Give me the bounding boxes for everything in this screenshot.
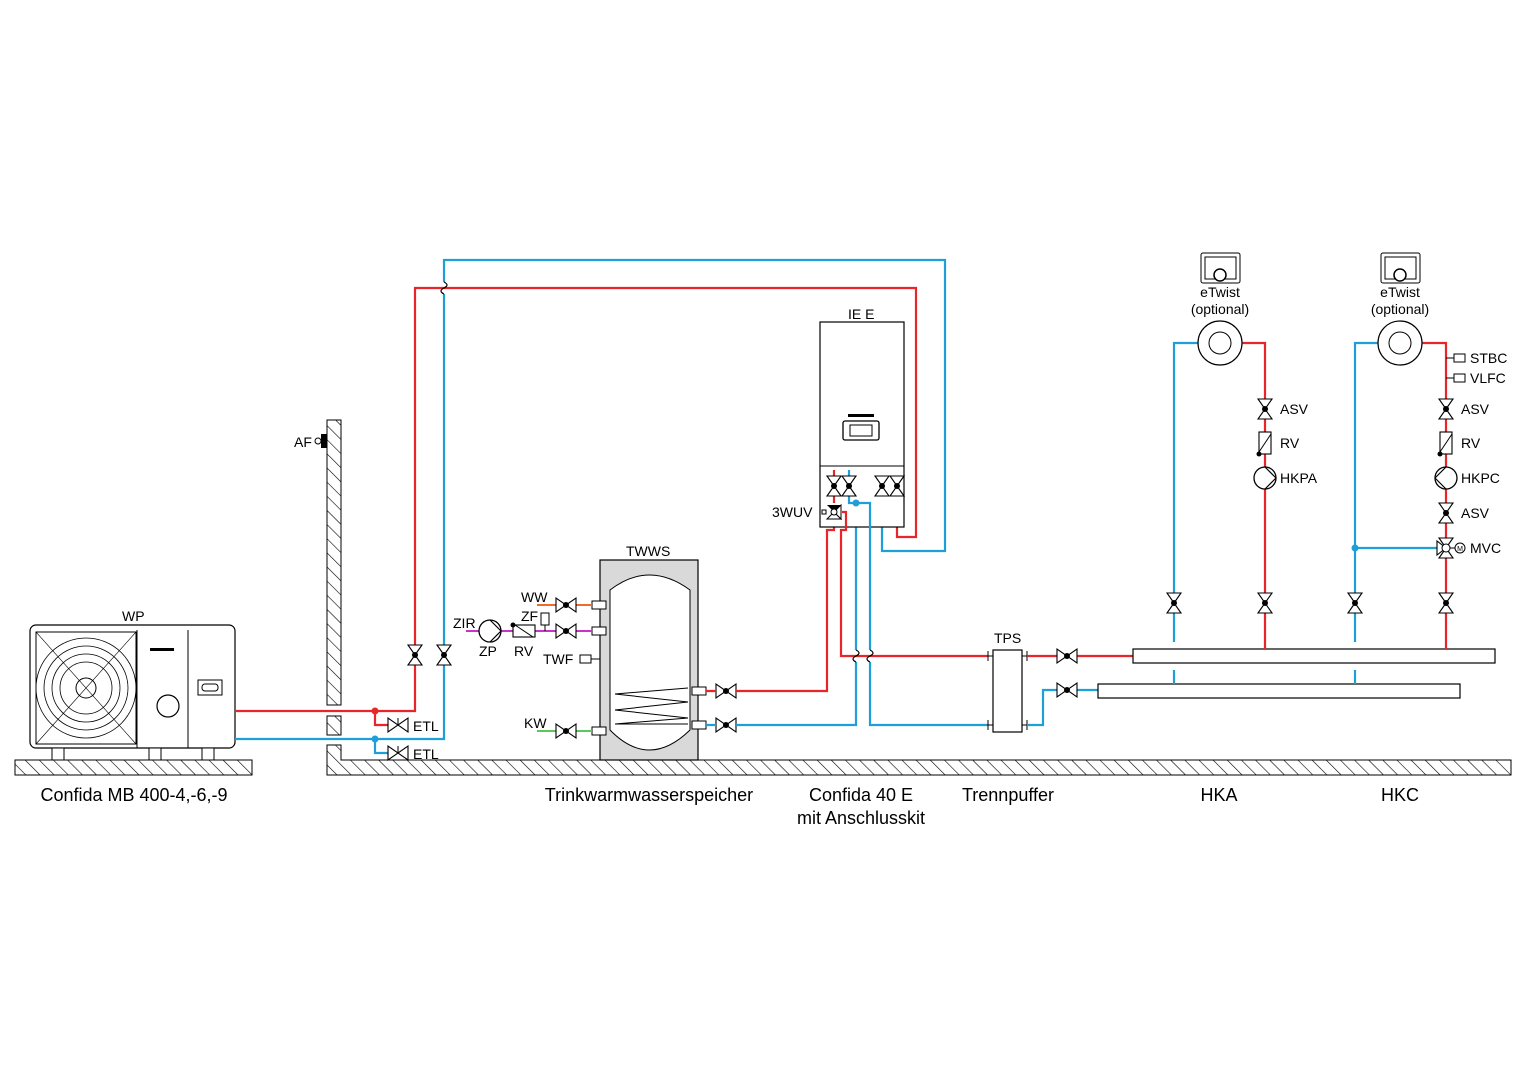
valve-hkc-return xyxy=(1347,592,1363,614)
outdoor-sensor-af: AF xyxy=(294,434,327,450)
sensor-twf xyxy=(579,654,600,664)
optional-label: (optional) xyxy=(1371,301,1429,317)
valve-asv xyxy=(1438,398,1454,420)
vlfc-label: VLFC xyxy=(1470,370,1506,386)
valve-kw xyxy=(555,723,577,739)
valve-coil-return xyxy=(715,717,737,733)
zf-label: ZF xyxy=(521,608,538,624)
room-unit-hka xyxy=(1197,320,1243,366)
etwist-label: eTwist xyxy=(1380,284,1420,300)
etl-label: ETL xyxy=(413,746,439,762)
drain-valve-etl-supply xyxy=(387,717,409,733)
return-manifold xyxy=(1097,683,1461,699)
hkpc-label: HKPC xyxy=(1461,470,1500,486)
junction xyxy=(1351,544,1359,552)
caption-heat-pump: Confida MB 400-4,-6,-9 xyxy=(40,785,227,805)
valve-hka-supply xyxy=(1257,592,1273,614)
etwist-label: eTwist xyxy=(1200,284,1240,300)
check-valve-rv xyxy=(1436,431,1453,458)
svg-text:IE E: IE E xyxy=(848,306,874,322)
valve-coil-supply xyxy=(715,683,737,699)
sensor-vlfc xyxy=(1445,373,1466,383)
brand-logo xyxy=(150,648,174,651)
svg-text:M: M xyxy=(1457,546,1463,553)
buffer-tank-tps: TPS xyxy=(987,630,1028,733)
ww-label: WW xyxy=(521,589,548,605)
pump-hkpa xyxy=(1253,466,1277,490)
svg-text:WP: WP xyxy=(122,608,145,624)
valve-hkc-supply xyxy=(1438,592,1454,614)
sensor-stbc xyxy=(1445,353,1466,363)
asv-label: ASV xyxy=(1461,401,1490,417)
etwist-icon xyxy=(1200,252,1241,284)
asv-label: ASV xyxy=(1280,401,1309,417)
wall xyxy=(326,419,342,706)
return-pipe-heat-pump xyxy=(235,258,947,741)
valve-hka-return xyxy=(1166,592,1182,614)
floor-building xyxy=(326,744,1512,776)
pipe-crossing xyxy=(440,281,448,295)
storage-tank-twws: TWWS xyxy=(599,543,699,761)
supply-to-buffer xyxy=(839,510,988,658)
supply-manifold xyxy=(1132,648,1496,664)
etl-label: ETL xyxy=(413,718,439,734)
caption-buffer: Trennpuffer xyxy=(962,785,1054,805)
check-valve-rv xyxy=(1255,431,1272,458)
heat-pump-wp: WP xyxy=(29,608,236,761)
caption-hka: HKA xyxy=(1200,785,1237,805)
boiler-ie-e: IE E xyxy=(819,306,905,528)
etwist-icon xyxy=(1380,252,1421,284)
asv-label: ASV xyxy=(1461,505,1490,521)
three-way-valve-3wuv xyxy=(821,503,843,521)
pump-hkpc xyxy=(1434,466,1458,490)
sensor-zf xyxy=(540,612,550,631)
valve-ww xyxy=(555,597,577,613)
caption-hkc: HKC xyxy=(1381,785,1419,805)
mixing-valve-mvc: M xyxy=(1436,537,1466,559)
hkc-return xyxy=(1353,341,1437,684)
valve-asv xyxy=(1438,502,1454,524)
fan-icon xyxy=(35,631,137,745)
hkc-supply xyxy=(1422,341,1448,649)
valve-buffer-return xyxy=(1056,682,1078,698)
3wuv-label: 3WUV xyxy=(772,504,813,520)
hka-supply xyxy=(1242,341,1267,649)
svg-text:TPS: TPS xyxy=(994,630,1021,646)
rv-label: RV xyxy=(1461,435,1481,451)
valve-asv xyxy=(1257,398,1273,420)
pipe-crossing xyxy=(852,649,874,663)
twf-label: TWF xyxy=(543,651,573,667)
svg-text:AF: AF xyxy=(294,434,312,450)
circulation-pump-zp xyxy=(478,619,502,643)
optional-label: (optional) xyxy=(1191,301,1249,317)
floor-heat-pump xyxy=(14,759,253,776)
caption-storage: Trinkwarmwasserspeicher xyxy=(545,785,753,805)
kw-label: KW xyxy=(524,715,547,731)
caption-boiler-kit: mit Anschlusskit xyxy=(797,808,925,828)
svg-text:TWWS: TWWS xyxy=(626,543,670,559)
caption-boiler: Confida 40 E xyxy=(809,785,913,805)
mvc-label: MVC xyxy=(1470,540,1501,556)
shutoff-valve xyxy=(407,644,423,666)
valve-buffer-supply xyxy=(1056,648,1078,664)
supply-pipe-heat-pump xyxy=(235,286,918,713)
hka-return xyxy=(1172,341,1198,684)
rv-label: RV xyxy=(1280,435,1300,451)
drain-valve-etl-return xyxy=(387,745,409,761)
rv-label: RV xyxy=(514,643,534,659)
hkpa-label: HKPA xyxy=(1280,470,1318,486)
shutoff-valve xyxy=(436,644,452,666)
valve-circulation xyxy=(555,623,577,639)
zp-label: ZP xyxy=(479,643,497,659)
junction xyxy=(852,499,860,507)
stbc-label: STBC xyxy=(1470,350,1507,366)
zir-label: ZIR xyxy=(453,615,476,631)
check-valve-rv xyxy=(509,621,536,638)
wall-segment xyxy=(326,715,342,736)
room-unit-hkc xyxy=(1377,320,1423,366)
